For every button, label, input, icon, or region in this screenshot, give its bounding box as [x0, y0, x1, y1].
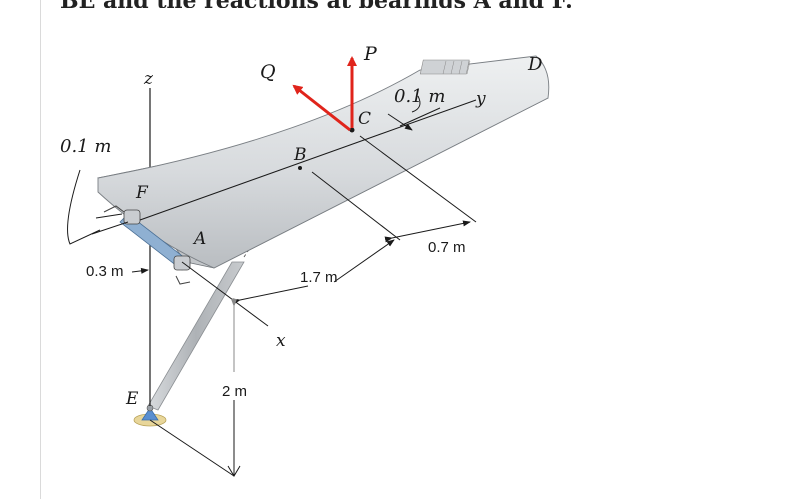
- dimension-0-7: [311, 135, 477, 243]
- force-q-arrow: [292, 84, 351, 132]
- label-dim-0-1-top: 0.1 m: [394, 86, 445, 107]
- label-c: C: [358, 109, 371, 129]
- label-dim-0-7: 0.7 m: [428, 239, 466, 256]
- point-c-dot: [349, 127, 355, 133]
- label-dim-0-1-left: 0.1 m: [60, 136, 111, 157]
- label-d: D: [527, 54, 543, 75]
- label-p: P: [363, 43, 378, 65]
- label-y: y: [475, 89, 486, 109]
- bearing-shaft: [103, 205, 191, 285]
- label-b: B: [293, 145, 307, 165]
- label-a: A: [192, 229, 206, 249]
- label-e: E: [125, 389, 139, 409]
- dimension-0-1-top-leader: [387, 95, 441, 131]
- problem-statement-fragment: BE and the reactions at bearings A and F…: [60, 0, 700, 8]
- dimension-0-1-left-leader: [67, 169, 129, 245]
- label-f: F: [135, 183, 149, 203]
- label-x: x: [276, 331, 286, 351]
- wing: [97, 55, 550, 269]
- support-e: [133, 404, 167, 427]
- dimension-1-7: [232, 239, 395, 305]
- label-dim-2: 2 m: [222, 383, 247, 400]
- label-q: Q: [260, 61, 276, 83]
- dimension-2: [149, 299, 241, 477]
- left-border: [40, 0, 41, 499]
- dimension-0-3: [131, 267, 149, 274]
- label-z: z: [143, 69, 154, 89]
- y-axis-line: [139, 99, 477, 221]
- label-dim-0-3: 0.3 m: [86, 263, 124, 280]
- label-dim-1-7: 1.7 m: [300, 269, 338, 286]
- point-b-dot: [298, 166, 302, 170]
- x-axis-line: [181, 261, 269, 327]
